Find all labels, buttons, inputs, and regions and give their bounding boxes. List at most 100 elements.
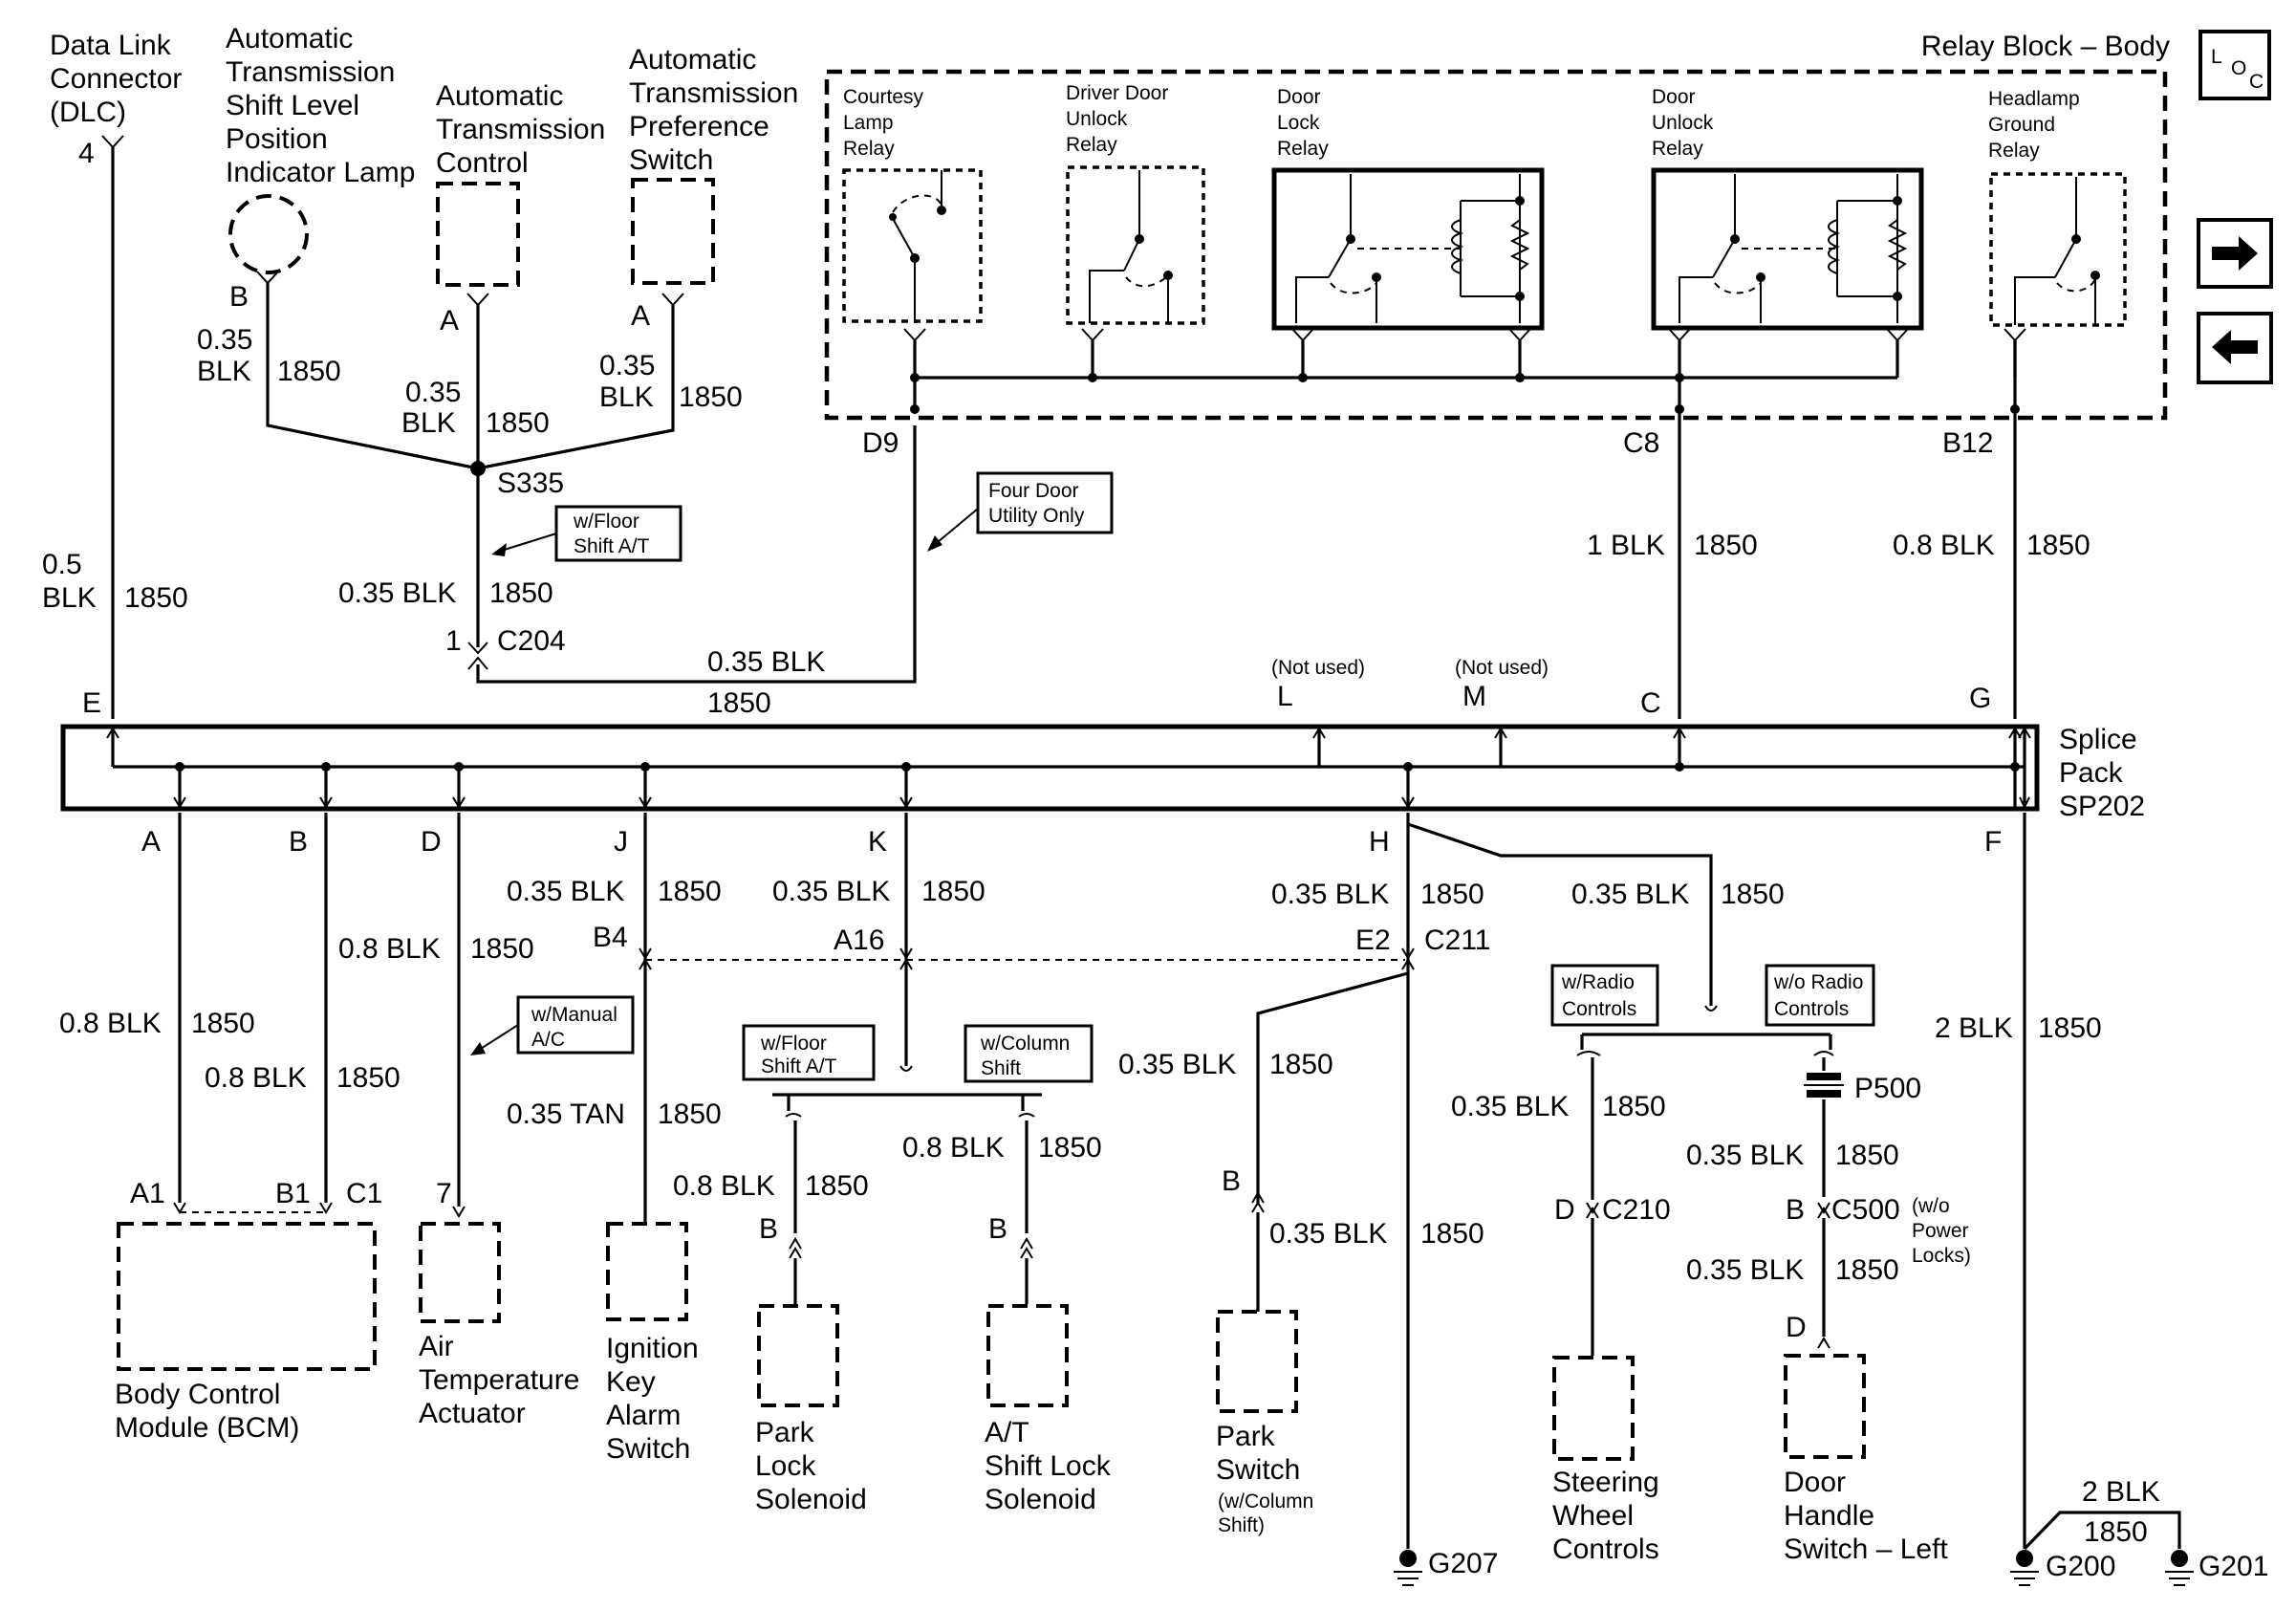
- svg-text:A: A: [141, 826, 161, 858]
- svg-text:C500: C500: [1831, 1194, 1900, 1226]
- svg-text:1850: 1850: [1038, 1132, 1102, 1164]
- svg-text:1850: 1850: [658, 876, 722, 907]
- svg-text:1850: 1850: [470, 933, 534, 965]
- svg-text:C1: C1: [346, 1178, 382, 1209]
- svg-text:C: C: [1640, 687, 1661, 719]
- dlc-label: Data Link Connector (DLC): [50, 30, 190, 128]
- atc-label: Automatic Transmission Control: [436, 80, 614, 179]
- p500-connector-icon: [1804, 1073, 1844, 1098]
- svg-text:S335: S335: [497, 468, 564, 499]
- svg-text:2 BLK: 2 BLK: [1935, 1012, 2013, 1044]
- svg-text:0.35 BLK: 0.35 BLK: [1686, 1254, 1804, 1286]
- svg-text:1850: 1850: [2038, 1012, 2102, 1044]
- door-lock-relay-label: Door Lock Relay: [1277, 86, 1329, 160]
- air-temp-box: [419, 1222, 501, 1323]
- svg-text:1850: 1850: [1420, 879, 1484, 910]
- door-handle-label: Door Handle Switch – Left: [1784, 1467, 1948, 1565]
- ign-key-box: [606, 1222, 688, 1321]
- svg-text:L: L: [1277, 681, 1293, 712]
- dlc-pin: 4: [78, 138, 95, 169]
- headlamp-ground-relay: [1989, 172, 2127, 327]
- shift-lock-box: [986, 1304, 1069, 1407]
- driver-door-unlock-relay: [1066, 165, 1205, 325]
- right-arrow-icon[interactable]: [2197, 218, 2273, 289]
- d9-wire: [476, 425, 917, 684]
- park-lock-box: [757, 1304, 839, 1407]
- svg-text:D: D: [421, 826, 442, 858]
- svg-text:0.35 BLK: 0.35 BLK: [1571, 879, 1689, 910]
- svg-text:G200: G200: [2046, 1551, 2115, 1582]
- shift-lamp-icon: [228, 194, 309, 274]
- park-switch-label: Park Switch: [1216, 1421, 1300, 1486]
- svg-text:B: B: [1222, 1165, 1241, 1197]
- svg-text:B1: B1: [275, 1178, 311, 1209]
- svg-text:C: C: [2249, 71, 2264, 93]
- svg-text:E: E: [82, 687, 101, 719]
- park-switch-note: (w/Column Shift): [1218, 1490, 1319, 1536]
- svg-text:A16: A16: [834, 925, 884, 956]
- steering-box: [1552, 1356, 1635, 1461]
- svg-text:1850: 1850: [1835, 1140, 1899, 1171]
- dlc-wire-size: 0.5 BLK: [42, 549, 97, 614]
- svg-text:0.8 BLK: 0.8 BLK: [902, 1132, 1005, 1164]
- svg-text:7: 7: [436, 1178, 452, 1209]
- door-handle-box: [1784, 1354, 1866, 1459]
- svg-text:1850: 1850: [1694, 530, 1758, 561]
- svg-text:0.35 BLK: 0.35 BLK: [1118, 1049, 1236, 1080]
- svg-text:(Not used): (Not used): [1271, 657, 1365, 679]
- left-arrow-icon[interactable]: [2197, 312, 2273, 384]
- svg-text:J: J: [614, 826, 628, 858]
- svg-text:1850: 1850: [486, 407, 550, 439]
- svg-text:C204: C204: [497, 625, 566, 657]
- door-unlock-relay: [1651, 167, 1924, 331]
- svg-text:1850: 1850: [2084, 1516, 2148, 1548]
- svg-text:O: O: [2231, 57, 2246, 79]
- svg-text:H: H: [1369, 826, 1390, 858]
- bcm-box: [117, 1222, 377, 1371]
- svg-text:1850: 1850: [1835, 1254, 1899, 1286]
- ground-g201-icon: [2165, 1550, 2194, 1586]
- headlamp-relay-label: Headlamp Ground Relay: [1988, 88, 2086, 162]
- svg-text:0.35 BLK: 0.35 BLK: [507, 876, 624, 907]
- svg-text:1850: 1850: [1269, 1049, 1333, 1080]
- shift-lamp-label: Automatic Transmission Shift Level Posit…: [226, 23, 415, 188]
- svg-text:0.35 BLK: 0.35 BLK: [772, 876, 890, 907]
- svg-text:0.35 BLK: 0.35 BLK: [599, 350, 663, 413]
- courtesy-relay-label: Courtesy Lamp Relay: [843, 86, 929, 160]
- svg-text:B4: B4: [593, 922, 628, 953]
- svg-text:B: B: [289, 826, 308, 858]
- door-lock-relay: [1271, 167, 1545, 331]
- svg-text:C211: C211: [1424, 925, 1491, 956]
- svg-text:1850: 1850: [1602, 1091, 1666, 1122]
- ground-g200-icon: [2010, 1550, 2039, 1586]
- svg-text:B: B: [1786, 1194, 1805, 1226]
- svg-text:1850: 1850: [336, 1062, 401, 1094]
- splice-pack-label: Splice Pack SP202: [2059, 724, 2145, 822]
- svg-text:G207: G207: [1428, 1548, 1498, 1579]
- svg-text:0.8 BLK: 0.8 BLK: [338, 933, 441, 965]
- pref-switch-box: [631, 178, 715, 285]
- svg-text:0.8 BLK: 0.8 BLK: [59, 1008, 162, 1039]
- svg-text:D9: D9: [862, 427, 899, 459]
- svg-text:0.35 BLK: 0.35 BLK: [1686, 1140, 1804, 1171]
- svg-text:0.35 BLK: 0.35 BLK: [1451, 1091, 1569, 1122]
- svg-text:1850: 1850: [2026, 530, 2090, 561]
- driver-door-relay-label: Driver Door Unlock Relay: [1066, 82, 1174, 156]
- svg-text:(Not used): (Not used): [1455, 657, 1549, 679]
- loc-icon[interactable]: L O C: [2199, 30, 2271, 100]
- svg-text:0.35 BLK: 0.35 BLK: [1269, 1218, 1387, 1250]
- svg-text:M: M: [1462, 681, 1486, 712]
- svg-text:0.8 BLK: 0.8 BLK: [1893, 530, 1995, 561]
- svg-text:1850: 1850: [805, 1170, 869, 1202]
- svg-text:K: K: [868, 826, 887, 858]
- svg-text:P500: P500: [1854, 1073, 1921, 1104]
- svg-text:B12: B12: [1942, 427, 1993, 459]
